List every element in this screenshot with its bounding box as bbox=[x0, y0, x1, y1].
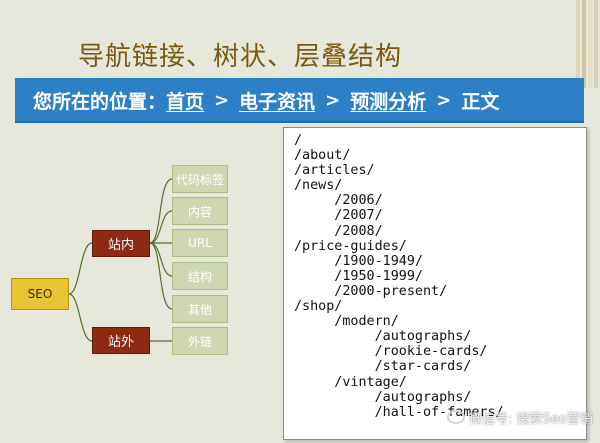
slide-title: 导航链接、树状、层叠结构 bbox=[78, 42, 403, 72]
url-structure-code: / /about/ /articles/ /news/ /2006/ /2007… bbox=[294, 133, 504, 420]
tree-leaf-backlinks: 外链 bbox=[172, 327, 228, 355]
breadcrumb-current: 正文 bbox=[461, 91, 500, 113]
breadcrumb-link-forecast[interactable]: 预测分析 bbox=[350, 91, 427, 113]
tree-root-seo: SEO bbox=[11, 278, 69, 310]
tree-branch-offsite: 站外 bbox=[92, 327, 150, 354]
breadcrumb-separator: > bbox=[325, 90, 341, 111]
tree-leaf-content: 内容 bbox=[172, 197, 228, 225]
breadcrumb-bar: 您所在的位置： 首页 > 电子资讯 > 预测分析 > 正文 bbox=[15, 78, 584, 123]
breadcrumb-link-electronics[interactable]: 电子资讯 bbox=[239, 91, 316, 113]
tree-leaf-other: 其他 bbox=[172, 295, 228, 323]
breadcrumb-separator: > bbox=[436, 90, 452, 111]
breadcrumb-prefix: 您所在的位置： bbox=[33, 91, 167, 113]
watermark: 微信号: 搜索Seo营销 bbox=[447, 404, 597, 430]
tree-leaf-structure: 结构 bbox=[172, 262, 228, 290]
breadcrumb-separator: > bbox=[214, 90, 230, 111]
wechat-icon bbox=[447, 410, 465, 424]
tree-leaf-code-tags: 代码标签 bbox=[172, 165, 228, 193]
breadcrumb-link-home[interactable]: 首页 bbox=[166, 91, 205, 113]
tree-leaf-url: URL bbox=[172, 229, 228, 257]
decorative-bars bbox=[572, 0, 600, 88]
tree-branch-onsite: 站内 bbox=[92, 230, 150, 257]
url-structure-panel: / /about/ /articles/ /news/ /2006/ /2007… bbox=[283, 127, 587, 440]
watermark-text: 微信号: 搜索Seo营销 bbox=[469, 411, 593, 427]
